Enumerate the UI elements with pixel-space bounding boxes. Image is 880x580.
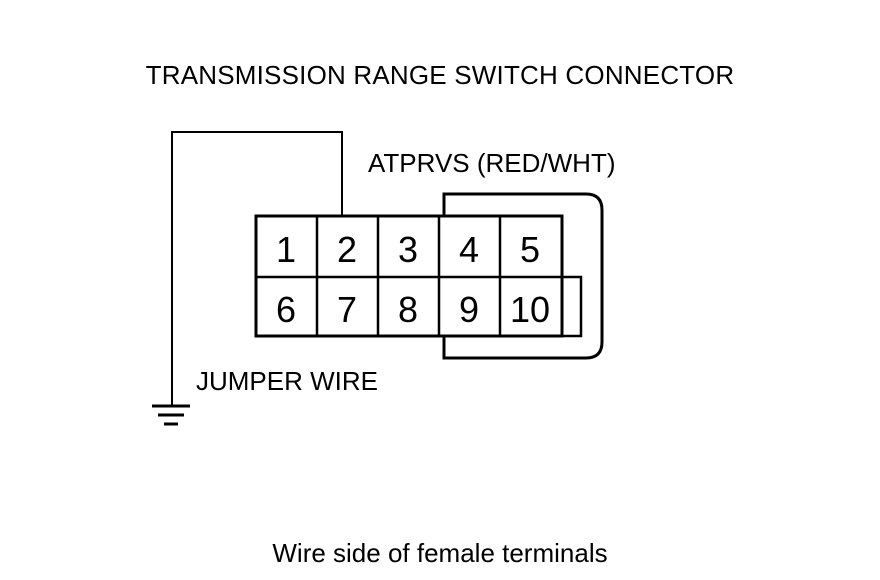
wire-label: ATPRVS (RED/WHT) (368, 148, 616, 178)
pin-9: 9 (459, 289, 479, 330)
connector-body (254, 214, 583, 338)
pin-8: 8 (398, 289, 418, 330)
jumper-wire (171, 131, 343, 406)
diagram-title: TRANSMISSION RANGE SWITCH CONNECTOR (145, 60, 735, 90)
pin-2: 2 (337, 229, 357, 270)
pin-5: 5 (520, 229, 540, 270)
pin-7: 7 (337, 289, 357, 330)
connector-latch (442, 192, 604, 360)
pin-6: 6 (276, 289, 296, 330)
pin-1: 1 (276, 229, 296, 270)
pin-3: 3 (398, 229, 418, 270)
ground-icon (152, 404, 190, 426)
diagram-caption: Wire side of female terminals (272, 538, 608, 568)
pin-4: 4 (459, 229, 479, 270)
pin-10: 10 (510, 289, 550, 330)
jumper-wire-label: JUMPER WIRE (196, 366, 378, 396)
